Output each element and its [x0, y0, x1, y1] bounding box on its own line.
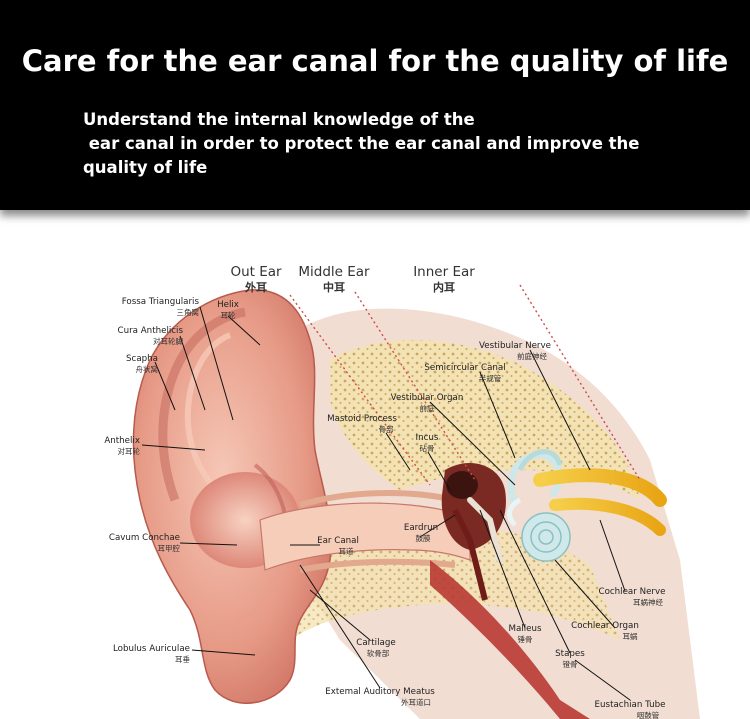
label-scapha: Scapha — [126, 354, 158, 364]
label-anthelix: Anthelix — [104, 436, 140, 446]
label-cavum-conchae-cn: 耳甲腔 — [158, 543, 181, 553]
label-eardrum: Eardrun — [404, 523, 438, 533]
label-lobulus-auriculae: Lobulus Auriculae — [113, 644, 190, 654]
label-vestibular-organ-cn: 前庭 — [420, 403, 435, 413]
section-divider-lines — [289, 284, 641, 486]
label-external-auditory-meatus: Extemal Auditory Meatus — [325, 687, 435, 697]
label-cochlear-nerve: Cochlear Nerve — [599, 587, 666, 597]
part-labels: Fossa Triangularis 三角窝 Helix 耳轮 Cura Ant… — [104, 297, 665, 719]
label-helix: Helix — [217, 300, 239, 310]
ear-anatomy-diagram: Out Ear 外耳 Middle Ear 中耳 Inner Ear 内耳 Fo… — [104, 264, 700, 719]
label-semicircular-canal-cn: 半规管 — [479, 373, 502, 383]
label-cartilage: Cartilage — [356, 638, 395, 648]
label-cochlear-organ-cn: 耳蜗 — [623, 631, 638, 641]
section-inner-ear-label: Inner Ear — [413, 264, 475, 280]
label-cura-anthelicis-cn: 对耳轮脚 — [153, 336, 183, 346]
section-headings: Out Ear 外耳 Middle Ear 中耳 Inner Ear 内耳 — [230, 264, 475, 294]
label-eardrum-cn: 鼓膜 — [416, 533, 431, 543]
label-malleus: Malleus — [508, 624, 541, 634]
label-semicircular-canal: Semicircular Canal — [424, 363, 505, 373]
label-ear-canal-cn: 耳道 — [339, 546, 354, 556]
label-anthelix-cn: 对耳轮 — [118, 446, 141, 456]
leader-lines — [141, 306, 631, 701]
label-external-auditory-meatus-cn: 外耳道口 — [401, 697, 431, 707]
section-middle-ear-cn: 中耳 — [323, 280, 345, 294]
ear-canal-tube — [259, 490, 471, 573]
section-middle-ear-label: Middle Ear — [298, 264, 370, 280]
outer-ear — [132, 289, 332, 704]
label-cochlear-organ: Cochlear Organ — [571, 621, 639, 631]
label-fossa-triangularis: Fossa Triangularis — [122, 297, 200, 307]
middle-ear — [430, 462, 590, 719]
section-outer-ear-label: Out Ear — [230, 264, 282, 280]
label-vestibular-organ: Vestibular Organ — [391, 393, 464, 403]
label-mastoid-process-cn: 骨部 — [379, 424, 394, 434]
label-mastoid-process: Mastoid Process — [327, 414, 397, 424]
label-lobulus-auriculae-cn: 耳垂 — [175, 654, 190, 664]
label-helix-cn: 耳轮 — [221, 310, 236, 320]
label-eustachian-tube-cn: 咽鼓管 — [637, 710, 660, 719]
label-malleus-cn: 锤骨 — [518, 634, 533, 644]
inner-ear — [507, 449, 667, 562]
label-stapes-cn: 镫骨 — [563, 659, 578, 669]
section-inner-ear-cn: 内耳 — [433, 280, 455, 294]
section-outer-ear-cn: 外耳 — [244, 280, 267, 294]
banner-title: Care for the ear canal for the quality o… — [21, 44, 729, 78]
label-cavum-conchae: Cavum Conchae — [109, 533, 180, 543]
header-banner: Care for the ear canal for the quality o… — [0, 0, 750, 210]
label-eustachian-tube: Eustachian Tube — [595, 700, 666, 710]
label-vestibular-nerve-cn: 前庭神经 — [517, 351, 547, 361]
label-vestibular-nerve: Vestibular Nerve — [479, 341, 551, 351]
label-incus: Incus — [416, 433, 439, 443]
label-incus-cn: 砧骨 — [420, 443, 435, 453]
label-stapes: Stapes — [555, 649, 585, 659]
label-fossa-triangularis-cn: 三角窝 — [177, 307, 200, 317]
label-cura-anthelicis: Cura Anthelicis — [118, 326, 184, 336]
banner-subtitle: Understand the internal knowledge of the… — [83, 110, 640, 177]
label-ear-canal: Ear Canal — [317, 536, 359, 546]
label-cochlear-nerve-cn: 耳蜗神经 — [633, 597, 663, 607]
label-cartilage-cn: 软骨部 — [367, 648, 390, 658]
label-scapha-cn: 舟状窝 — [136, 364, 159, 374]
